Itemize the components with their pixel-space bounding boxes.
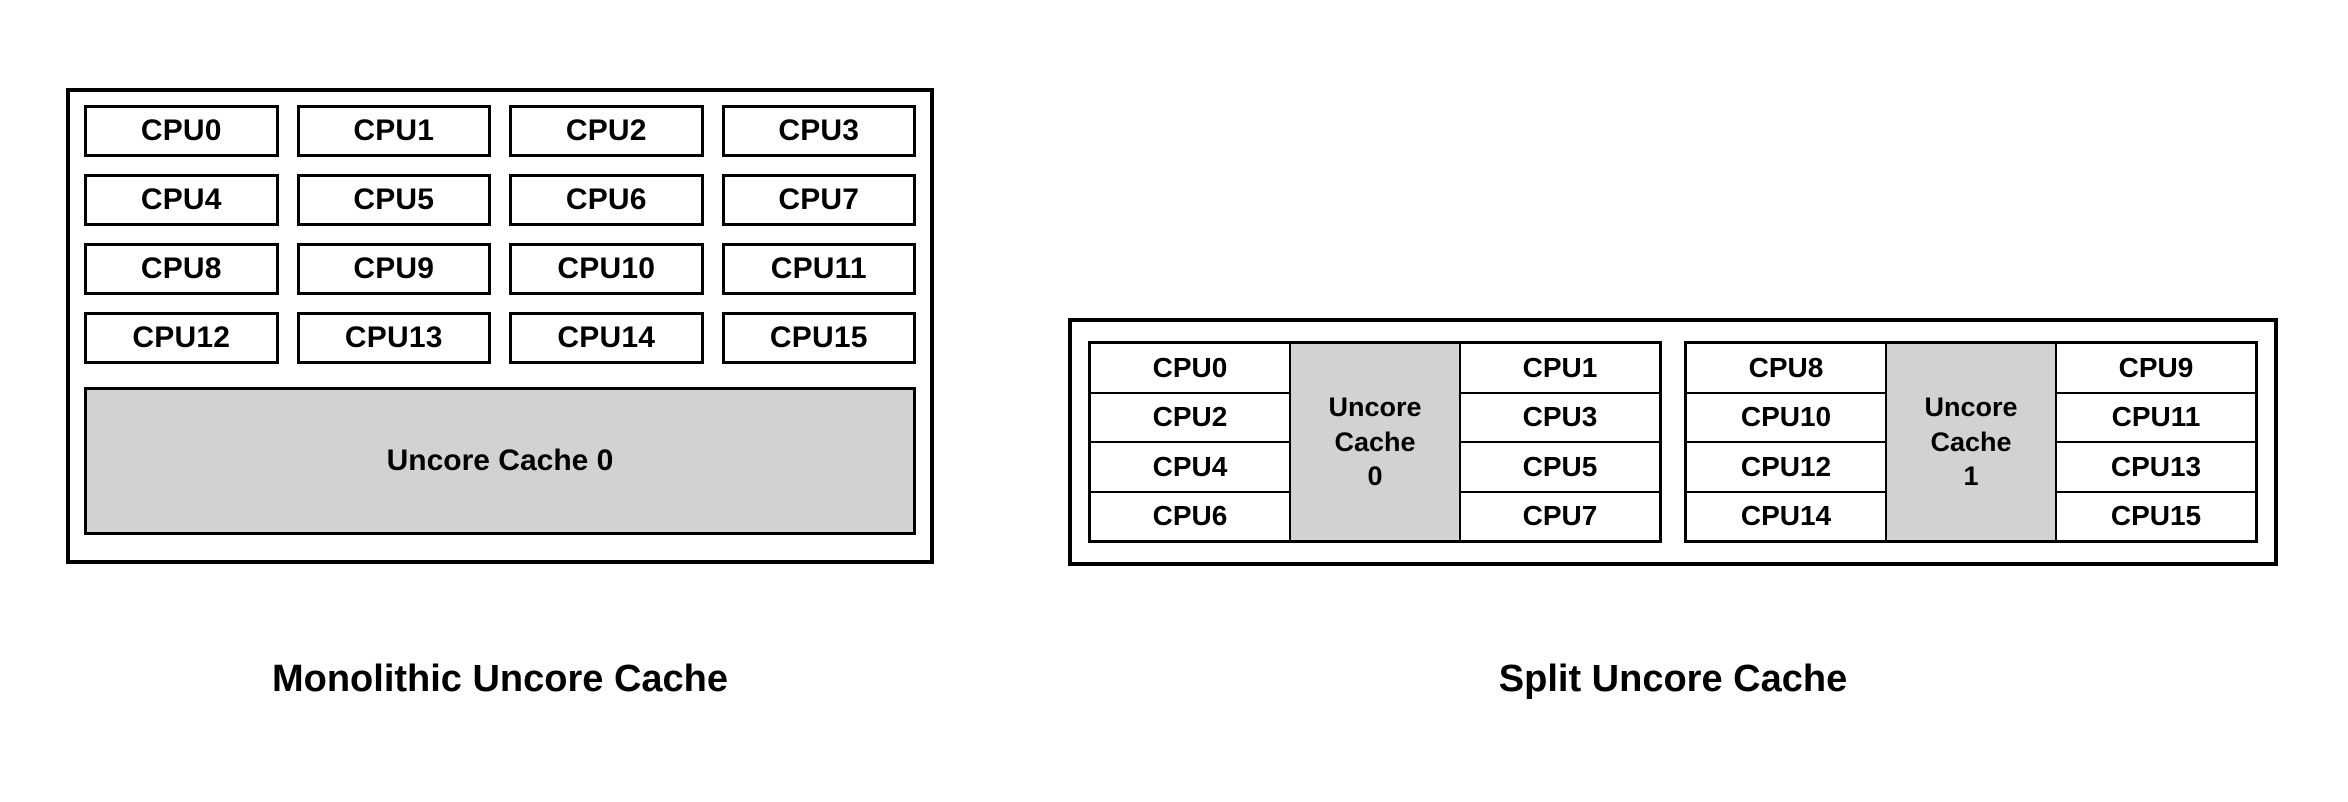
cpu-box[interactable]: CPU10	[1687, 393, 1885, 443]
cpu-row: CPU12 CPU13 CPU14 CPU15	[84, 312, 916, 364]
cache-label-line: Uncore	[1924, 392, 2018, 423]
split-cluster: CPU0 CPU2 CPU4 CPU6 Uncore Cache 0 CPU1 …	[1088, 341, 1662, 543]
cpu-box[interactable]: CPU9	[2057, 344, 2255, 394]
cpu-row: CPU4 CPU5 CPU6 CPU7	[84, 174, 916, 226]
cpu-box[interactable]: CPU3	[721, 105, 916, 157]
cpu-column-right: CPU1 CPU3 CPU5 CPU7	[1461, 344, 1659, 540]
cpu-box[interactable]: CPU2	[1091, 393, 1289, 443]
cpu-box[interactable]: CPU4	[84, 174, 279, 226]
cpu-box[interactable]: CPU14	[1687, 492, 1885, 540]
cpu-box[interactable]: CPU12	[1687, 443, 1885, 493]
cpu-box[interactable]: CPU8	[84, 243, 279, 295]
uncore-cache-block[interactable]: Uncore Cache 0	[84, 387, 916, 535]
cpu-box[interactable]: CPU5	[296, 174, 491, 226]
cpu-row: CPU8 CPU9 CPU10 CPU11	[84, 243, 916, 295]
cpu-box[interactable]: CPU11	[2057, 393, 2255, 443]
cpu-box[interactable]: CPU3	[1461, 393, 1659, 443]
cpu-box[interactable]: CPU13	[296, 312, 491, 364]
cpu-box[interactable]: CPU2	[509, 105, 704, 157]
cache-label-line: Cache	[1334, 426, 1416, 457]
monolithic-cpu-grid: CPU0 CPU1 CPU2 CPU3 CPU4 CPU5 CPU6 CPU7 …	[84, 105, 916, 364]
monolithic-caption: Monolithic Uncore Cache	[271, 658, 729, 700]
uncore-cache-block[interactable]: Uncore Cache 0	[1289, 344, 1461, 540]
cpu-box[interactable]: CPU0	[84, 105, 279, 157]
monolithic-panel: CPU0 CPU1 CPU2 CPU3 CPU4 CPU5 CPU6 CPU7 …	[66, 88, 934, 564]
uncore-cache-block[interactable]: Uncore Cache 1	[1885, 344, 2057, 540]
cpu-box[interactable]: CPU14	[509, 312, 704, 364]
cpu-box[interactable]: CPU10	[509, 243, 704, 295]
cpu-box[interactable]: CPU11	[721, 243, 916, 295]
cpu-row: CPU0 CPU1 CPU2 CPU3	[84, 105, 916, 157]
cpu-box[interactable]: CPU5	[1461, 443, 1659, 493]
cache-label-line: Cache	[1930, 426, 2012, 457]
cache-label-line: Uncore	[1328, 392, 1422, 423]
cpu-box[interactable]: CPU6	[509, 174, 704, 226]
cpu-box[interactable]: CPU9	[296, 243, 491, 295]
cpu-box[interactable]: CPU13	[2057, 443, 2255, 493]
cpu-box[interactable]: CPU8	[1687, 344, 1885, 394]
split-cluster: CPU8 CPU10 CPU12 CPU14 Uncore Cache 1 CP…	[1684, 341, 2258, 543]
cache-label-line: 0	[1367, 461, 1383, 492]
cache-label-line: 1	[1963, 461, 1979, 492]
cpu-column-left: CPU8 CPU10 CPU12 CPU14	[1687, 344, 1885, 540]
cpu-box[interactable]: CPU15	[721, 312, 916, 364]
cpu-box[interactable]: CPU4	[1091, 443, 1289, 493]
split-panel: CPU0 CPU2 CPU4 CPU6 Uncore Cache 0 CPU1 …	[1068, 318, 2278, 566]
cpu-box[interactable]: CPU7	[1461, 492, 1659, 540]
cpu-box[interactable]: CPU6	[1091, 492, 1289, 540]
split-caption: Split Uncore Cache	[1498, 658, 1848, 700]
cpu-box[interactable]: CPU15	[2057, 492, 2255, 540]
cpu-box[interactable]: CPU1	[1461, 344, 1659, 394]
cpu-box[interactable]: CPU12	[84, 312, 279, 364]
cpu-box[interactable]: CPU0	[1091, 344, 1289, 394]
cpu-column-right: CPU9 CPU11 CPU13 CPU15	[2057, 344, 2255, 540]
cpu-box[interactable]: CPU7	[721, 174, 916, 226]
cpu-column-left: CPU0 CPU2 CPU4 CPU6	[1091, 344, 1289, 540]
cpu-box[interactable]: CPU1	[296, 105, 491, 157]
